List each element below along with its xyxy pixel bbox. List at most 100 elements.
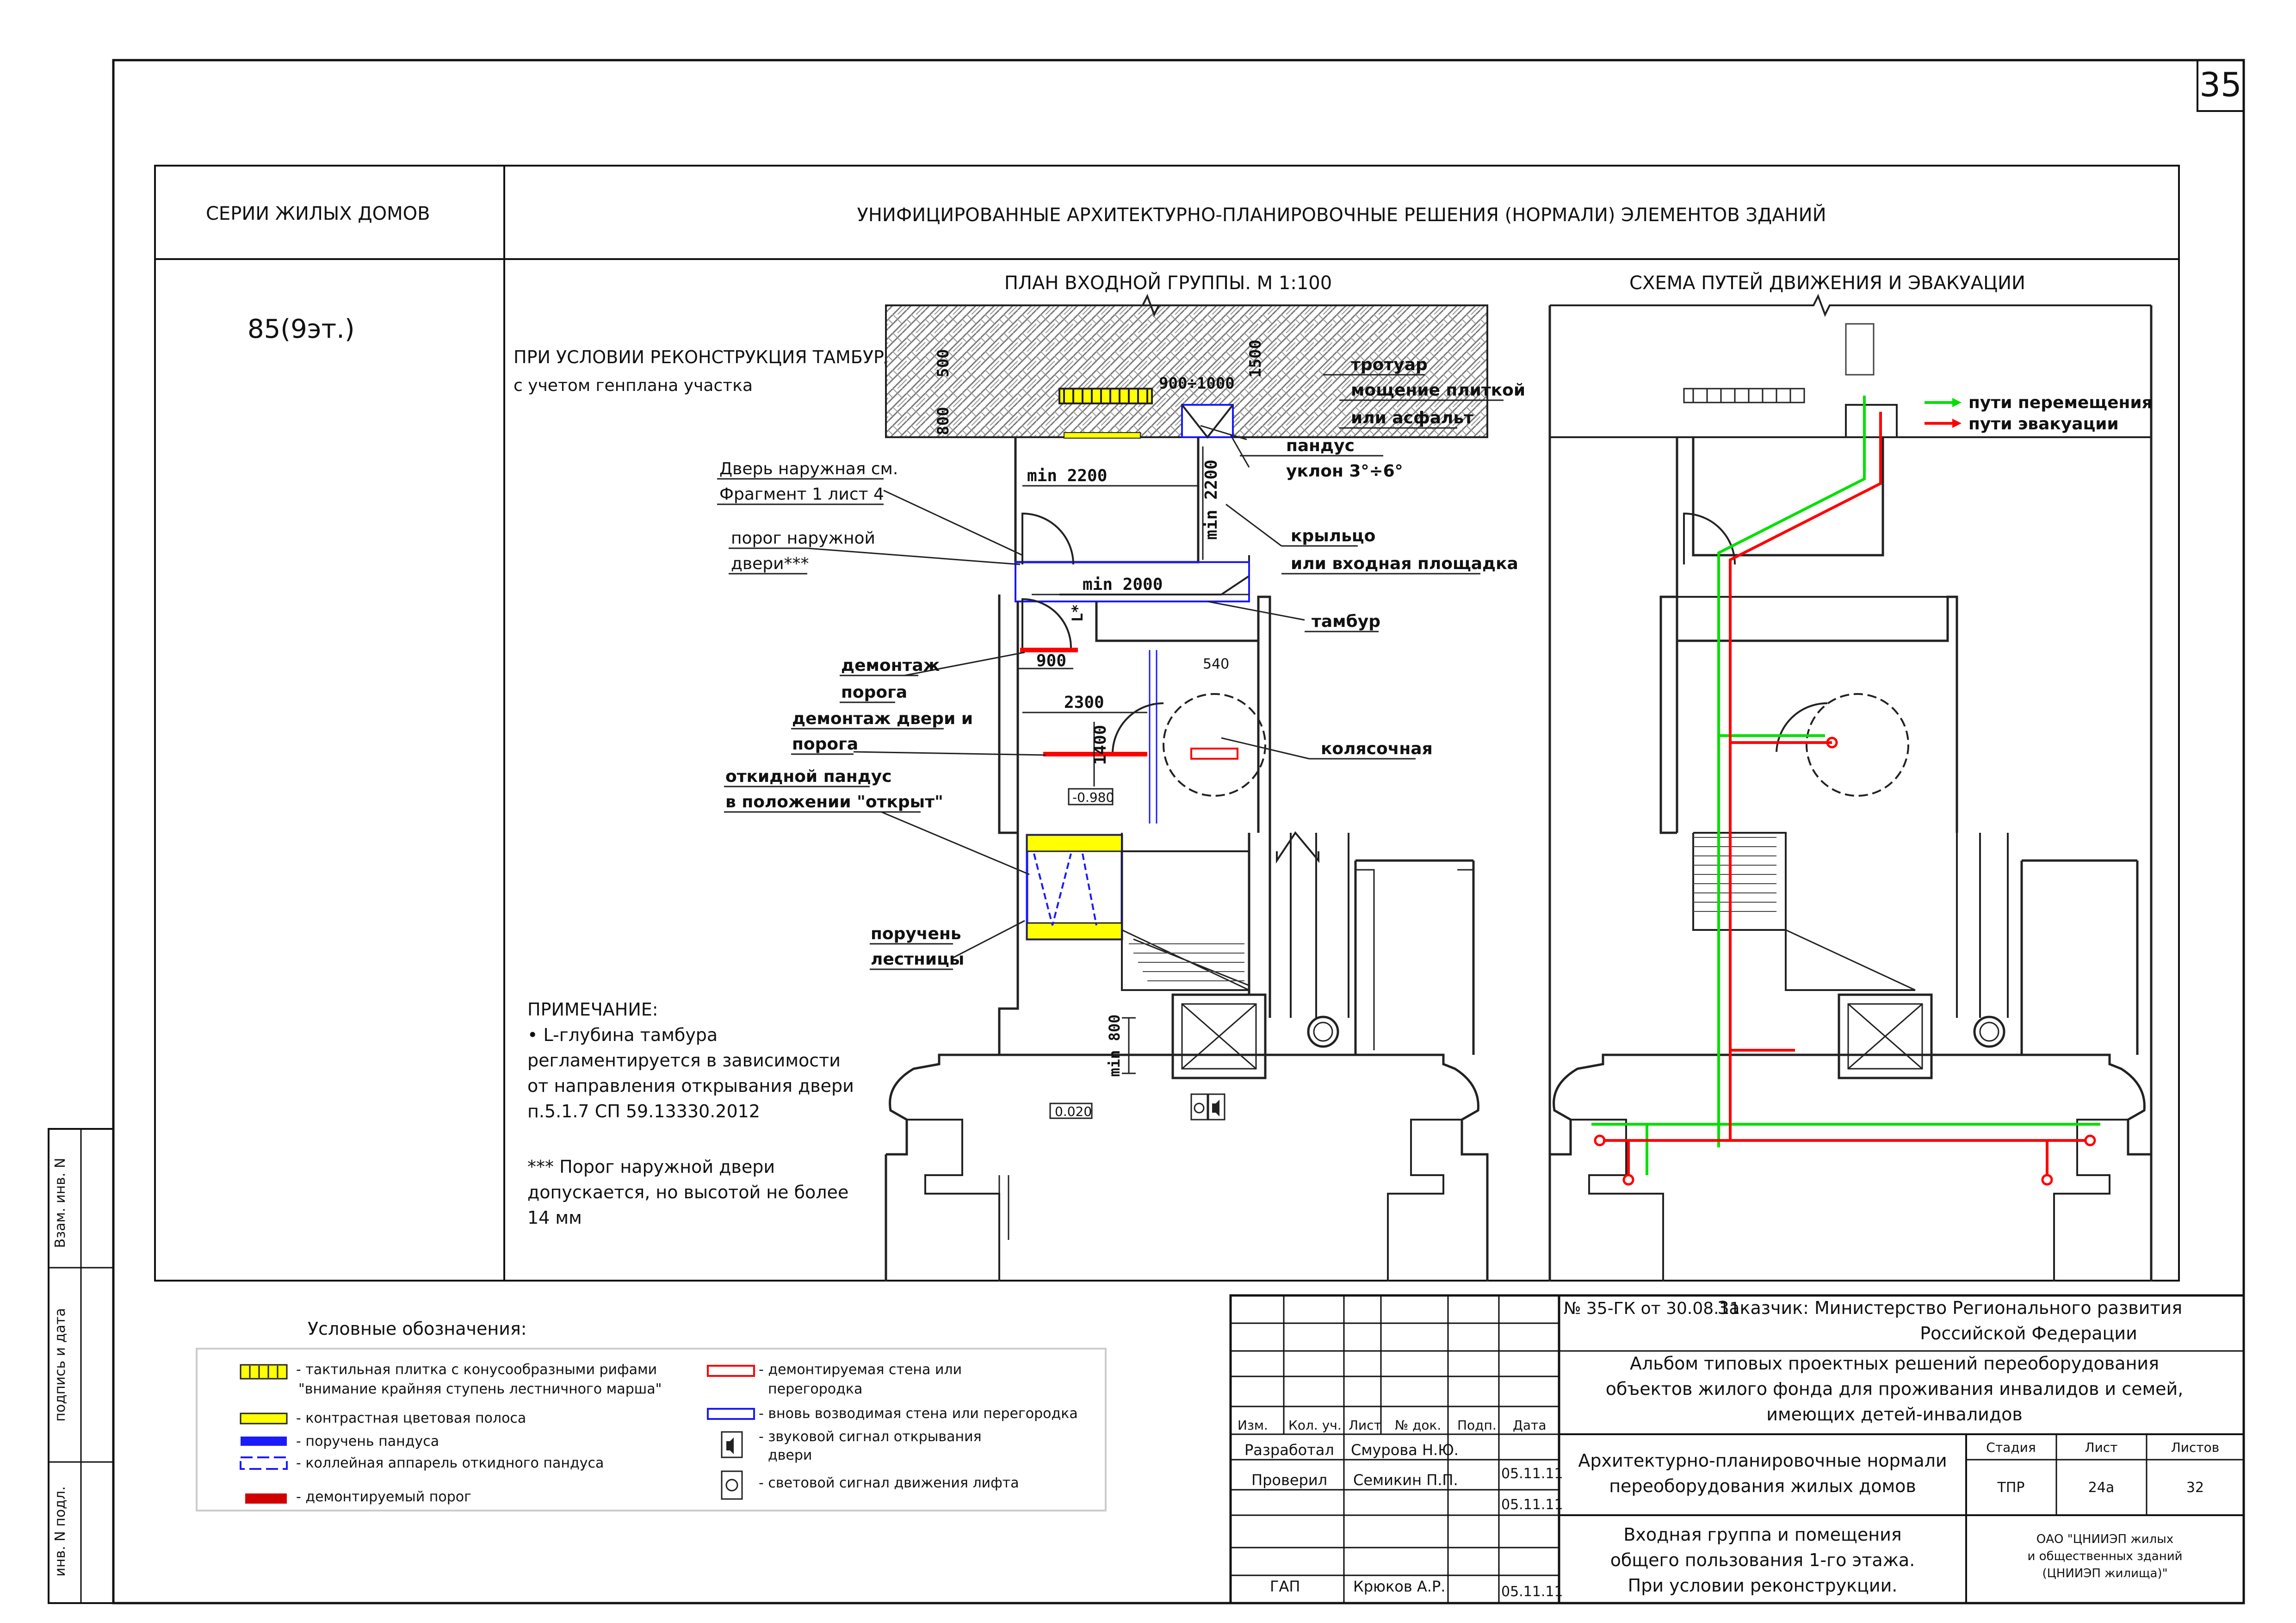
callout-ramp2: в положении "открыт": [725, 793, 943, 812]
stamp-sheet: 24а: [2088, 1480, 2115, 1496]
note-block: ПРИМЕЧАНИЕ: • L-глубина тамбура регламен…: [527, 999, 854, 1228]
note-line-3: от направления открывания двери: [527, 1076, 854, 1096]
stamp-sheets-label: Листов: [2171, 1440, 2220, 1455]
dim-1400: 1400: [1091, 725, 1110, 765]
dim-L: L*: [1069, 604, 1086, 622]
stamp-hdr-kol: Кол. уч.: [1288, 1418, 1342, 1433]
legend-right-1b: перегородка: [768, 1381, 862, 1397]
callout-threshold2: двери***: [731, 554, 809, 573]
stamp-role-2: Проверил: [1251, 1471, 1327, 1489]
side-inv-vzam: Взам. инв. N: [52, 1158, 68, 1248]
stamp-org2: и общественных зданий: [2027, 1549, 2182, 1563]
sheet-number: 35: [2199, 65, 2242, 104]
note-line-1: • L-глубина тамбура: [527, 1025, 718, 1045]
stamp-album1: Альбом типовых проектных решений переобо…: [1630, 1353, 2159, 1374]
callout-threshold1: порог наружной: [731, 529, 875, 548]
legend-right-2: - вновь возводимая стена или перегородка: [759, 1406, 1078, 1422]
side-inv-podl: инв. N подл.: [52, 1486, 68, 1576]
stamp-section2: переоборудования жилых домов: [1609, 1476, 1916, 1496]
level-0980: -0.980: [1072, 790, 1114, 805]
callout-pandus2: уклон 3°÷6°: [1286, 462, 1403, 481]
stamp-date-1: 05.11.11: [1501, 1466, 1563, 1482]
stamp-hdr-list: Лист: [1349, 1418, 1381, 1433]
plan-title: ПЛАН ВХОДНОЙ ГРУППЫ. М 1:100: [1004, 272, 1332, 294]
legend-evac: пути эвакуации: [1968, 415, 2119, 434]
tactile-tile: [1058, 388, 1153, 404]
note-line-6: допускается, но высотой не более: [527, 1182, 848, 1202]
stamp-stage-label: Стадия: [1986, 1440, 2036, 1455]
evacuation-scheme: СХЕМА ПУТЕЙ ДВИЖЕНИЯ И ЭВАКУАЦИИ: [1548, 272, 2153, 1282]
note-line-5: *** Порог наружной двери: [527, 1157, 775, 1177]
note-line-7: 14 мм: [527, 1208, 582, 1228]
legend-left-1: - тактильная плитка с конусообразными ри…: [296, 1362, 657, 1378]
dim-min2000: min 2000: [1083, 575, 1163, 594]
stamp-hdr-podp: Подп.: [1457, 1418, 1497, 1433]
stamp-date-2: 05.11.11: [1501, 1497, 1563, 1513]
light-signal-icon: [1190, 1093, 1208, 1121]
stamp-album3: имеющих детей-инвалидов: [1766, 1404, 2023, 1425]
stamp-customer1: Заказчик: Министерство Регионального раз…: [1718, 1298, 2182, 1318]
condition-line1: ПРИ УСЛОВИИ РЕКОНСТРУКЦИЯ ТАМБУРА: [514, 347, 896, 367]
callout-demont-threshold2: порога: [841, 683, 907, 702]
callout-demont-threshold1: демонтаж: [841, 656, 940, 675]
stamp-sheet-label: Лист: [2085, 1440, 2118, 1455]
callout-door2: Фрагмент 1 лист 4: [719, 485, 884, 504]
dim-min800: min 800: [1106, 1015, 1123, 1077]
inner-door: [1021, 598, 1072, 648]
legend-left-4: - коллейная аппарель откидного пандуса: [296, 1455, 604, 1471]
title-block-text: № 35-ГК от 30.08.11 Заказчик: Министерст…: [1238, 1298, 2219, 1600]
dim-540: 540: [1203, 656, 1229, 672]
callout-stroller: колясочная: [1321, 739, 1433, 758]
callout-sidewalk3: или асфальт: [1351, 409, 1473, 427]
stamp-date-3: 05.11.11: [1501, 1584, 1563, 1600]
stamp-name-1: Смурова Н.Ю.: [1351, 1441, 1459, 1459]
legend-right-4: - световой сигнал движения лифта: [759, 1475, 1019, 1491]
dim-900-1000: 900÷1000: [1159, 374, 1235, 393]
stamp-org3: (ЦНИИЭП жилища)": [2042, 1567, 2167, 1580]
elevator: [1171, 993, 1267, 1079]
stamp-role-3: ГАП: [1270, 1578, 1300, 1595]
stamp-contract: № 35-ГК от 30.08.11: [1564, 1299, 1740, 1318]
callout-sidewalk2: мощение плиткой: [1351, 381, 1525, 400]
stamp-customer2: Российской Федерации: [1920, 1323, 2137, 1344]
title-block: [1229, 1294, 2245, 1604]
scheme-title: СХЕМА ПУТЕЙ ДВИЖЕНИЯ И ЭВАКУАЦИИ: [1629, 272, 2025, 294]
series-label: СЕРИИ ЖИЛЫХ ДОМОВ: [206, 203, 430, 224]
dim-500: 500: [934, 349, 953, 377]
note-line-4: п.5.1.7 СП 59.13330.2012: [527, 1101, 760, 1121]
legend-right-3: - звуковой сигнал открывания: [759, 1429, 982, 1445]
side-sign-date: подпись и дата: [52, 1308, 68, 1422]
condition-line2: с учетом генплана участка: [514, 376, 753, 395]
evac-paths: [1603, 412, 2086, 1175]
legend-right-3b: двери: [768, 1447, 812, 1463]
callout-door1: Дверь наружная см.: [719, 459, 898, 478]
callout-pandus1: пандус: [1286, 436, 1355, 455]
legend-move: пути перемещения: [1968, 393, 2153, 412]
series-value: 85(9эт.): [248, 314, 355, 344]
dim-min2200-h: min 2200: [1027, 466, 1107, 485]
legend-light-icon: [721, 1470, 743, 1500]
legend-block: Условные обозначения: - тактильная плитк…: [196, 1319, 1107, 1511]
stamp-album2: объектов жилого фонда для проживания инв…: [1606, 1379, 2184, 1399]
callout-porch1: крыльцо: [1291, 527, 1375, 545]
move-paths: [1591, 396, 2100, 1175]
callout-sidewalk1: тротуар: [1351, 355, 1428, 374]
dim-min2200-v: min 2200: [1202, 459, 1221, 539]
callout-demont-door2: порога: [792, 735, 858, 754]
legend-right-1: - демонтируемая стена или: [759, 1362, 962, 1378]
stamp-hdr-date: Дата: [1513, 1418, 1547, 1433]
callout-porch2: или входная площадка: [1291, 554, 1518, 573]
stamp-org1: ОАО "ЦНИИЭП жилых: [2036, 1532, 2173, 1546]
main-title: УНИФИЦИРОВАННЫЕ АРХИТЕКТУРНО-ПЛАНИРОВОЧН…: [857, 204, 1826, 226]
note-title: ПРИМЕЧАНИЕ:: [527, 999, 658, 1020]
stamp-role-1: Разработал: [1244, 1441, 1334, 1459]
entrance-plan: ПЛАН ВХОДНОЙ ГРУППЫ. М 1:100: [717, 272, 1525, 1282]
stamp-section1: Архитектурно-планировочные нормали: [1578, 1450, 1947, 1471]
stamp-sheet-title2: общего пользования 1-го этажа.: [1610, 1550, 1915, 1570]
stamp-sheet-title3: При условии реконструкции.: [1628, 1575, 1898, 1596]
callout-tambur: тамбур: [1312, 612, 1380, 631]
legend-title: Условные обозначения:: [308, 1319, 527, 1339]
stamp-sheet-title1: Входная группа и помещения: [1623, 1524, 1901, 1545]
stamp-name-2: Семикин П.П.: [1353, 1471, 1458, 1489]
